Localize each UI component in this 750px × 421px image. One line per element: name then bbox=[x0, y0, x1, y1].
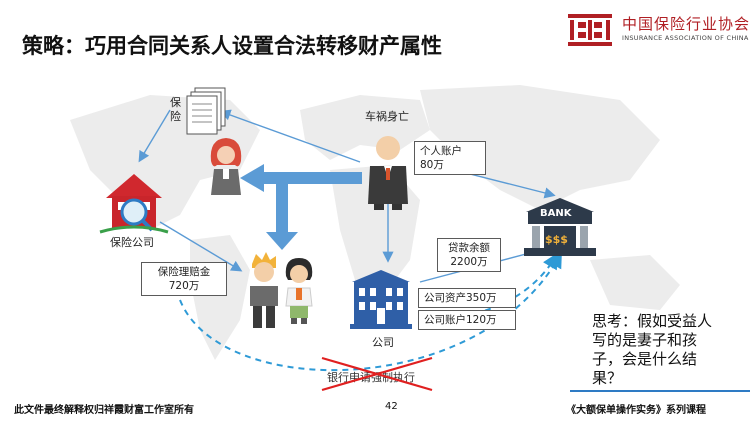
red-cross-mark-icon bbox=[321, 356, 433, 392]
claim-payout-title: 保险理赔金 bbox=[157, 266, 211, 278]
bank-money-sign: $$$ bbox=[545, 233, 568, 246]
arrow-doc-to-insurer bbox=[138, 109, 171, 163]
arrow-deceased-to-doc bbox=[219, 109, 361, 163]
t-connector-left-head bbox=[240, 164, 264, 192]
footer-course-series: 《大额保单操作实务》系列课程 bbox=[566, 405, 706, 416]
logo-name-en: INSURANCE ASSOCIATION OF CHINA bbox=[622, 34, 749, 42]
deceased-man-icon bbox=[368, 136, 408, 210]
insurance-company-label: 保险公司 bbox=[110, 236, 154, 249]
company-assets-box: 公司资产350万 bbox=[418, 288, 516, 308]
bank-building-icon bbox=[524, 198, 596, 256]
bank-sign: BANK bbox=[540, 208, 572, 219]
t-connector-down-head bbox=[266, 232, 298, 250]
wife-figure-icon bbox=[210, 138, 242, 195]
loan-balance-title: 贷款余额 bbox=[448, 242, 490, 254]
car-accident-label: 车祸身亡 bbox=[365, 110, 409, 123]
t-connector-stem bbox=[276, 184, 288, 234]
claim-payout-box: 保险理赔金 720万 bbox=[141, 262, 227, 296]
association-logo-icon bbox=[568, 14, 612, 46]
daughter-figure-icon bbox=[285, 258, 313, 324]
t-connector-bar bbox=[262, 172, 362, 184]
page-number: 42 bbox=[385, 401, 398, 412]
slide-title: 策略：巧用合同关系人设置合法转移财产属性 bbox=[22, 34, 442, 58]
company-assets-text: 公司资产350万 bbox=[424, 292, 497, 304]
enforcement-text-crossed: 银行申请强制执行 bbox=[327, 371, 415, 384]
son-figure-icon bbox=[250, 252, 278, 328]
thinking-question: 思考：假如受益人写的是妻子和孩子，会是什么结果？ bbox=[592, 312, 713, 387]
dashed-curve-payout bbox=[179, 251, 562, 372]
logo-name-cn: 中国保险行业协会 bbox=[622, 15, 750, 33]
company-account-text: 公司账户120万 bbox=[424, 314, 497, 326]
claim-payout-amount: 720万 bbox=[168, 280, 200, 292]
thinking-underline bbox=[570, 390, 750, 392]
personal-account-box: 个人账户 80万 bbox=[414, 141, 486, 175]
footer-copyright: 此文件最终解释权归祥霞财富工作室所有 bbox=[14, 405, 194, 416]
personal-account-amount: 80万 bbox=[420, 159, 444, 171]
loan-balance-amount: 2200万 bbox=[450, 256, 488, 268]
insurance-document-icon bbox=[186, 87, 226, 135]
company-label: 公司 bbox=[372, 336, 394, 349]
insurance-doc-label: 保 险 bbox=[170, 96, 181, 123]
insurance-company-house-icon bbox=[99, 174, 169, 234]
company-account-box: 公司账户120万 bbox=[418, 310, 516, 330]
loan-balance-box: 贷款余额 2200万 bbox=[437, 238, 501, 272]
company-building-icon bbox=[350, 270, 412, 329]
personal-account-title: 个人账户 bbox=[420, 145, 462, 157]
